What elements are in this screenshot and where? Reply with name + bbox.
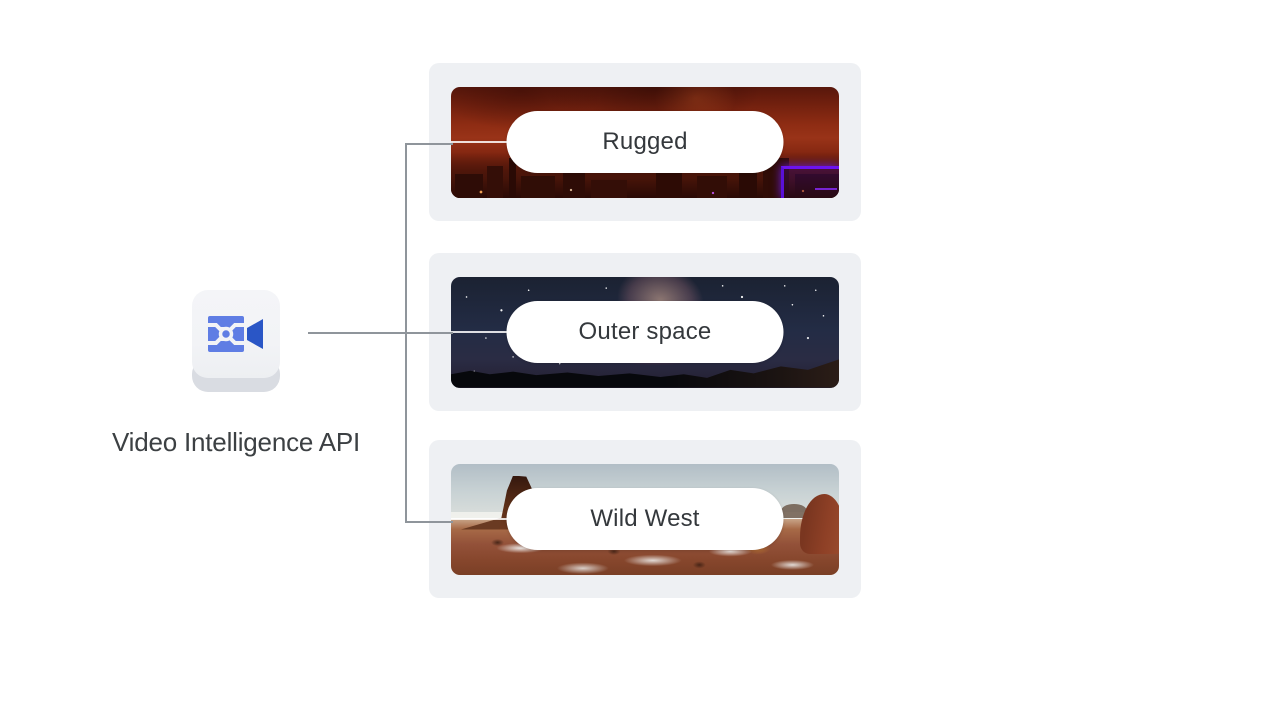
video-thumbnail-outer-space: Outer space: [451, 276, 839, 388]
video-thumbnail-rugged: Rugged: [451, 86, 839, 198]
purple-neon-structure: [781, 165, 839, 198]
tile-face: [192, 290, 280, 378]
source-label: Video Intelligence API: [111, 427, 361, 457]
video-thumbnail-wild-west: Wild West: [451, 463, 839, 575]
distant-hill: [781, 503, 807, 518]
label-text: Wild West: [590, 505, 700, 532]
label-pill: Outer space: [506, 301, 784, 363]
connector-line-over-image: [451, 141, 515, 143]
label-card-rugged: Rugged: [429, 63, 861, 221]
connector-line-over-image: [451, 331, 515, 333]
label-card-wild-west: Wild West: [429, 440, 861, 598]
label-card-outer-space: Outer space: [429, 253, 861, 411]
connector-source-line: [308, 332, 453, 334]
video-intelligence-api-icon: [207, 316, 263, 352]
label-pill: Wild West: [506, 488, 784, 550]
connector-branch-bottom: [405, 521, 453, 523]
connector-branch-top: [405, 143, 453, 145]
label-pill: Rugged: [506, 111, 784, 173]
source-tile: [192, 290, 280, 392]
red-rock-formation: [800, 493, 839, 554]
label-text: Rugged: [602, 128, 688, 155]
label-text: Outer space: [578, 318, 712, 345]
connector-spine-line: [405, 143, 407, 522]
connector-line-over-image: [451, 518, 515, 520]
